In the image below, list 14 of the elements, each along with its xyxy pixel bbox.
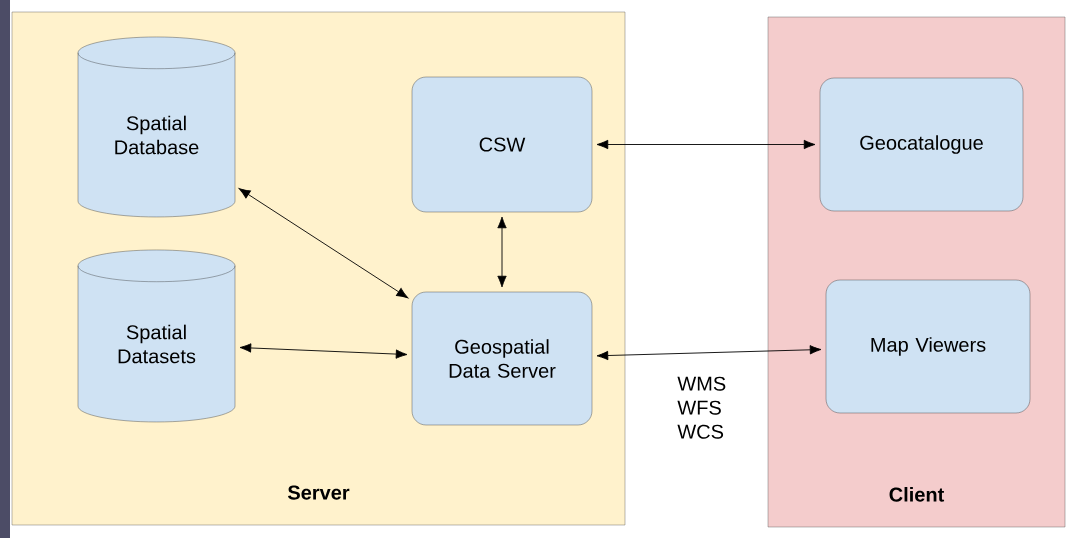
arrow	[239, 343, 408, 359]
database-cylinder: Spatial Datasets	[77, 249, 236, 423]
process-box: Map Viewers	[825, 279, 1031, 414]
edge-label: WMS WFS WCS	[677, 376, 726, 439]
database-cylinder: Spatial Database	[77, 36, 236, 218]
arrow	[497, 216, 507, 288]
arrow	[238, 188, 409, 299]
arrow	[596, 345, 822, 361]
process-box: CSW	[411, 76, 593, 213]
process-box: Geospatial Data Server	[411, 291, 593, 426]
panel-title: Server	[287, 485, 350, 500]
panel-title: Client	[889, 487, 945, 502]
arrow	[596, 139, 816, 150]
process-box: Geocatalogue	[819, 77, 1024, 212]
